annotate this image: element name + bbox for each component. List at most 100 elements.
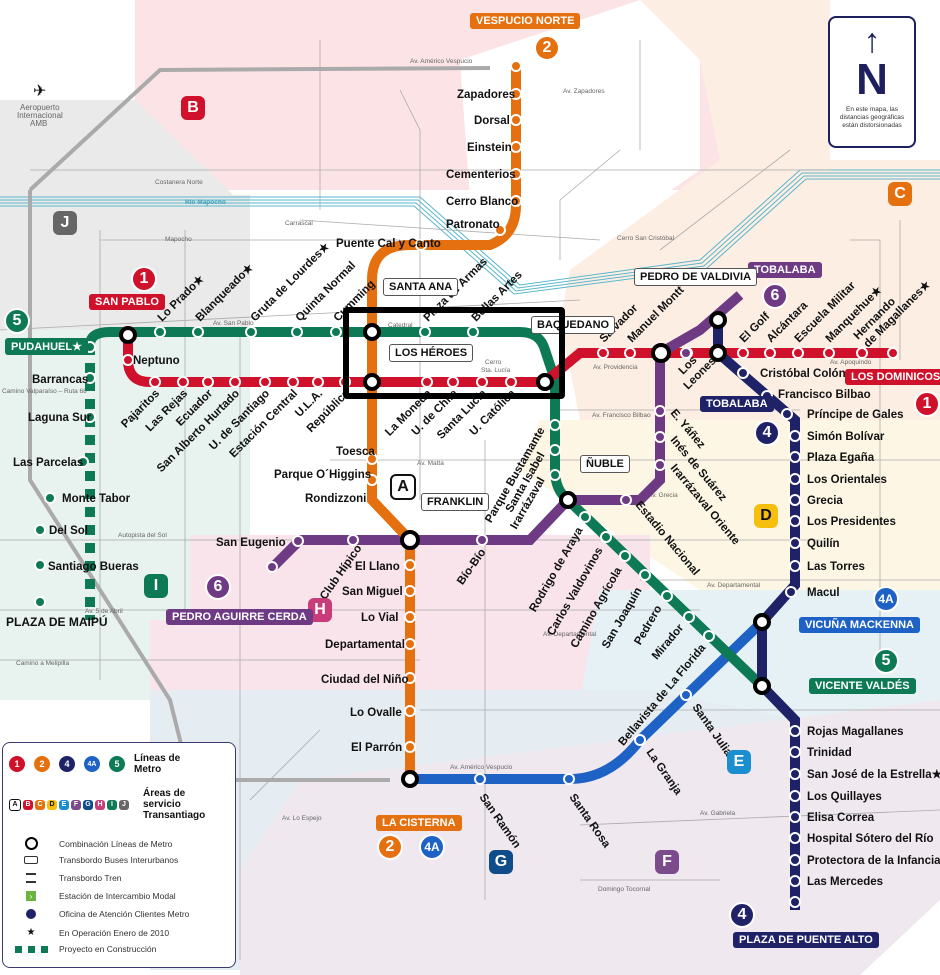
- area-badge-e: E: [727, 750, 751, 774]
- area-badge-f: F: [655, 850, 679, 874]
- interchange-nuble[interactable]: ÑUBLE: [580, 455, 630, 473]
- svg-text:Las Mercedes: Las Mercedes: [807, 876, 883, 888]
- svg-text:Trinidad: Trinidad: [807, 747, 852, 759]
- svg-text:Departamental: Departamental: [325, 639, 405, 651]
- area-badge-c: C: [888, 182, 912, 206]
- bus-icon: [24, 856, 38, 864]
- legend-item-interchange: Combinación Líneas de Metro: [3, 837, 172, 850]
- metro-line-4: [713, 320, 800, 910]
- svg-text:Einstein: Einstein: [467, 142, 512, 154]
- terminal-plaza-de-puente-alto[interactable]: PLAZA DE PUENTE ALTO: [733, 932, 879, 948]
- area-badge-g: G: [489, 850, 513, 874]
- terminal-pedro-aguirre-cerda[interactable]: PEDRO AGUIRRE CERDA: [166, 609, 313, 625]
- svg-text:Hospital Sótero del Río: Hospital Sótero del Río: [807, 833, 934, 845]
- svg-text:Av. Gabriela: Av. Gabriela: [700, 810, 736, 817]
- svg-text:Los Orientales: Los Orientales: [807, 474, 887, 486]
- highlight-box: [343, 307, 565, 399]
- svg-text:Av. San Pablo: Av. San Pablo: [213, 320, 254, 327]
- train-icon: [26, 873, 36, 883]
- terminal-vicente-valdes[interactable]: VICENTE VALDÉS: [809, 678, 916, 694]
- area-badge-d: D: [754, 504, 778, 528]
- interchange-pedro-de-valdivia[interactable]: PEDRO DE VALDIVIA: [634, 268, 758, 286]
- line-1-badge-east: 1: [914, 391, 940, 417]
- line-4a-badge-south: 4A: [419, 834, 445, 860]
- distortion-note: En este mapa, las distancias geográficas…: [839, 106, 905, 129]
- svg-text:Barrancas: Barrancas: [32, 374, 88, 386]
- svg-text:San José de la Estrella★: San José de la Estrella★: [807, 768, 940, 781]
- interchange-baquedano[interactable]: BAQUEDANO: [531, 316, 616, 334]
- legend-line-5: 5: [109, 756, 125, 772]
- north-arrow-icon: ↑: [863, 22, 881, 60]
- area-badge-j: J: [53, 211, 77, 235]
- legend-item-construction: Proyecto en Construcción: [3, 944, 156, 954]
- svg-text:Monte Tabor: Monte Tabor: [62, 493, 131, 505]
- svg-text:Toesca: Toesca: [336, 446, 375, 458]
- legend-item-train: Transbordo Tren: [3, 873, 122, 883]
- interchange-stations: [119, 311, 771, 788]
- svg-text:Los Quillayes: Los Quillayes: [807, 791, 882, 803]
- terminal-tobalaba-l6[interactable]: TOBALABA: [748, 262, 822, 278]
- street-rio-mapocho: Río Mapocho: [185, 199, 226, 206]
- line-4-badge-south: 4: [729, 902, 755, 928]
- svg-text:Lo Vial: Lo Vial: [361, 612, 399, 624]
- svg-text:Francisco Bilbao: Francisco Bilbao: [778, 389, 871, 401]
- svg-text:Autopista del Sol: Autopista del Sol: [118, 532, 167, 539]
- terminal-san-pablo[interactable]: SAN PABLO: [89, 294, 165, 310]
- line-5-badge-west: 5: [4, 308, 30, 334]
- svg-text:Las Parcelas: Las Parcelas: [13, 457, 83, 469]
- terminal-tobalaba-l4[interactable]: TOBALABA: [700, 396, 774, 412]
- terminal-los-dominicos[interactable]: LOS DOMINICOS: [845, 369, 940, 385]
- svg-text:Los Presidentes: Los Presidentes: [807, 516, 896, 528]
- svg-text:Rojas Magallanes: Rojas Magallanes: [807, 726, 904, 738]
- legend: 1 2 4 4A 5 Líneas de Metro A B C D E F G…: [2, 742, 236, 968]
- interchange-franklin[interactable]: FRANKLIN: [421, 493, 490, 511]
- terminal-pudahuel[interactable]: PUDAHUEL★: [5, 338, 88, 355]
- legend-area-d: D: [47, 799, 57, 810]
- terminal-plaza-de-maipu[interactable]: PLAZA DE MAIPÚ: [6, 615, 108, 629]
- legend-area-j: J: [119, 799, 129, 810]
- legend-area-a: A: [9, 798, 21, 811]
- svg-text:Av. Américo Vespucio: Av. Américo Vespucio: [450, 764, 513, 771]
- legend-item-modal: › Estación de Intercambio Modal: [3, 891, 176, 901]
- svg-text:Av. Américo Vespucio: Av. Américo Vespucio: [410, 58, 473, 65]
- svg-text:Catedral: Catedral: [388, 322, 413, 329]
- stations: [34, 60, 899, 908]
- svg-text:Av. Providencia: Av. Providencia: [593, 364, 638, 371]
- svg-text:Costanera Norte: Costanera Norte: [155, 179, 203, 186]
- star-icon: ★: [26, 927, 36, 938]
- line-6-badge-west: 6: [205, 574, 231, 600]
- svg-text:Macul: Macul: [807, 587, 840, 599]
- terminal-la-cisterna[interactable]: LA CISTERNA: [376, 815, 462, 831]
- metro-line-2: [367, 62, 521, 779]
- svg-text:Domingo Tocornal: Domingo Tocornal: [598, 886, 651, 893]
- north-indicator: ↑ N En este mapa, las distancias geográf…: [828, 16, 916, 148]
- rio-mapocho: [0, 169, 940, 295]
- legend-area-e: E: [59, 799, 69, 810]
- svg-text:Del Sol: Del Sol: [49, 525, 88, 537]
- legend-area-i: I: [107, 799, 117, 810]
- svg-text:Camino a Melipilla: Camino a Melipilla: [16, 660, 69, 667]
- area-badge-i: I: [144, 574, 168, 598]
- area-badge-b: B: [181, 96, 205, 120]
- metro-line-6: [268, 291, 744, 572]
- svg-text:Av. 5 de Abril: Av. 5 de Abril: [85, 608, 123, 615]
- svg-text:Las Torres: Las Torres: [807, 561, 865, 573]
- interchange-santa-ana[interactable]: SANTA ANA: [383, 278, 459, 296]
- interchange-los-heroes[interactable]: LOS HÉROES: [389, 344, 474, 362]
- north-letter: N: [856, 55, 888, 104]
- terminal-vespucio-norte[interactable]: VESPUCIO NORTE: [470, 13, 581, 29]
- svg-text:Neptuno: Neptuno: [133, 355, 180, 367]
- svg-text:Cerro Blanco: Cerro Blanco: [446, 196, 518, 208]
- svg-text:Carrascal: Carrascal: [285, 220, 313, 227]
- construction-icon: [3, 945, 59, 953]
- streets: [0, 40, 940, 960]
- svg-text:Cerro San Cristóbal: Cerro San Cristóbal: [617, 235, 675, 242]
- svg-text:Laguna Sur: Laguna Sur: [28, 412, 92, 424]
- svg-text:Grecia: Grecia: [807, 495, 843, 507]
- svg-text:Lo Ovalle: Lo Ovalle: [350, 707, 402, 719]
- svg-text:Zapadores: Zapadores: [457, 89, 515, 101]
- terminal-vicuna-mackenna[interactable]: VICUÑA MACKENNA: [799, 617, 920, 633]
- svg-text:Cementerios: Cementerios: [446, 169, 516, 181]
- svg-text:Av. Departamental: Av. Departamental: [707, 582, 761, 589]
